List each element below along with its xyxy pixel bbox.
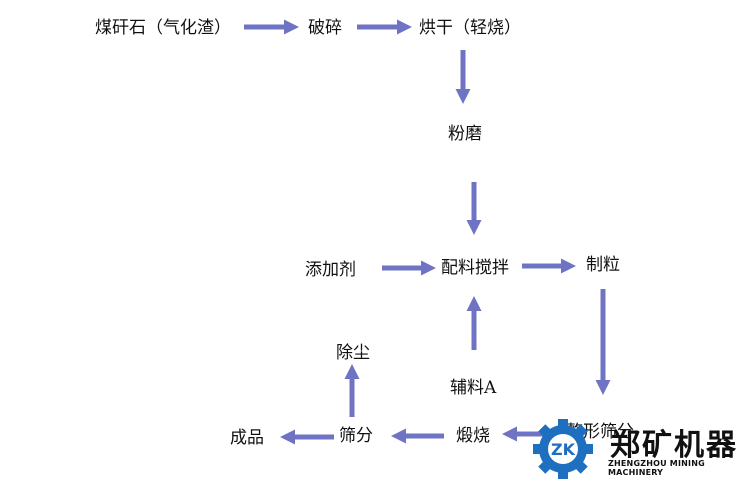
node-granulate: 制粒 <box>586 255 620 275</box>
node-screen: 筛分 <box>339 426 373 446</box>
logo-mark: ZK <box>551 440 576 459</box>
node-additive: 添加剂 <box>305 260 356 280</box>
logo-name-cn: 郑矿机器 <box>610 428 738 463</box>
company-logo: ZK 郑矿机器 ZHENGZHOU MINING MACHINERY <box>532 418 750 481</box>
node-gangue: 煤矸石（气化渣） <box>95 18 231 38</box>
logo-name-en: ZHENGZHOU MINING MACHINERY <box>608 459 705 477</box>
node-dry: 烘干（轻烧） <box>419 18 521 38</box>
node-crush: 破碎 <box>308 18 342 38</box>
node-dust: 除尘 <box>336 343 370 363</box>
node-aux: 辅料A <box>450 378 497 398</box>
node-grind: 粉磨 <box>448 124 482 144</box>
node-product: 成品 <box>230 428 264 448</box>
node-calcine: 煅烧 <box>456 426 490 446</box>
gear-icon: ZK <box>533 419 593 479</box>
node-mix: 配料搅拌 <box>441 258 509 278</box>
